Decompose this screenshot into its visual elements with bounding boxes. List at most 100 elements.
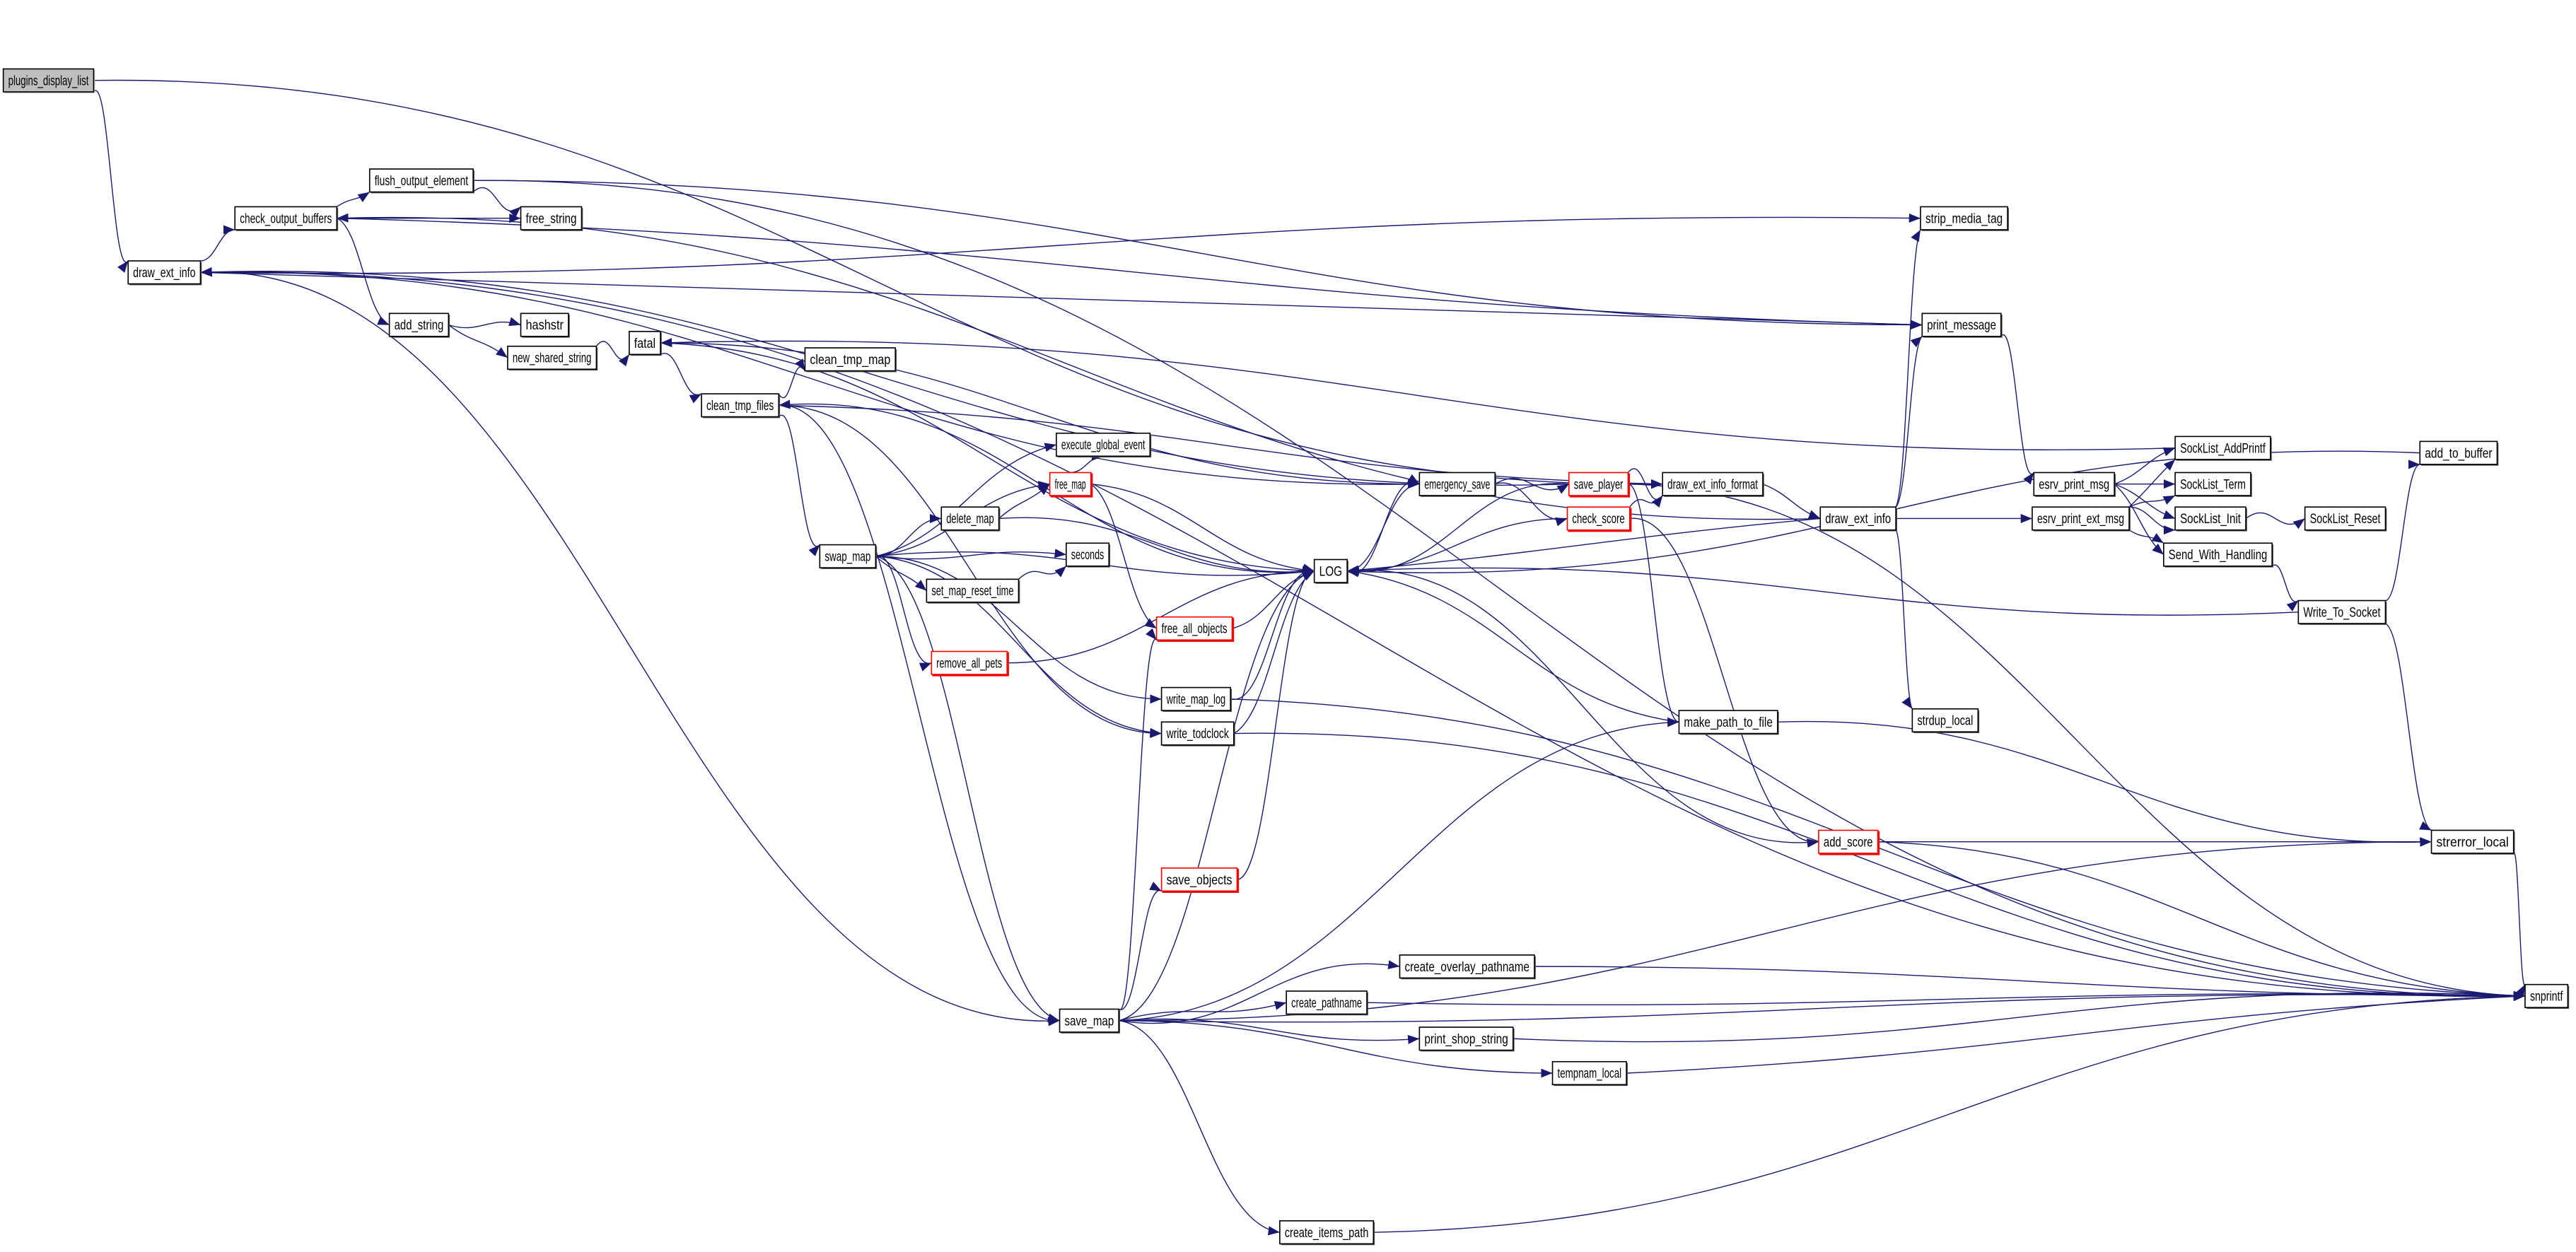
edge-save_map-to-save_objects bbox=[1118, 882, 1162, 1010]
node-save-objects[interactable]: save_objects bbox=[1160, 867, 1240, 894]
node-box bbox=[1551, 1060, 1627, 1086]
edge-print_shop_string-to-snprintf bbox=[1513, 990, 2526, 1043]
node-delete-map[interactable]: delete_map bbox=[940, 506, 1001, 532]
node-free-string[interactable]: free_string bbox=[520, 206, 583, 231]
node-box bbox=[1056, 432, 1151, 457]
edge-dei2-to-strip_media_tag bbox=[1895, 229, 1921, 508]
node-box bbox=[2032, 506, 2130, 531]
node-label: save_map bbox=[1065, 1014, 1114, 1029]
edge-fatal-to-clean_tmp_files bbox=[660, 353, 702, 404]
node-strip-media-tag[interactable]: strip_media_tag bbox=[1920, 206, 2009, 231]
node-send-with-handling[interactable]: Send_With_Handling bbox=[2163, 542, 2274, 568]
node-swap-map[interactable]: swap_map bbox=[819, 544, 878, 569]
node-label: print_message bbox=[1927, 318, 1996, 333]
node-socklist-term[interactable]: SockList_Term bbox=[2174, 472, 2252, 497]
node-check-output-buffers[interactable]: check_output_buffers bbox=[234, 206, 339, 231]
edge-swap_map-to-seconds bbox=[875, 549, 1066, 560]
node-label: check_score bbox=[1572, 512, 1624, 527]
edge-Write_To_Socket-to-add_to_buffer bbox=[2385, 460, 2420, 602]
node-label: draw_ext_info bbox=[1825, 512, 1891, 527]
node-save-player[interactable]: save_player bbox=[1568, 472, 1631, 498]
node-box bbox=[1160, 867, 1238, 892]
node-make-path-to-file[interactable]: make_path_to_file bbox=[1678, 710, 1779, 735]
node-clean-tmp-files[interactable]: clean_tmp_files bbox=[701, 393, 781, 419]
node-free-map[interactable]: free_map bbox=[1049, 472, 1093, 498]
node-box bbox=[520, 206, 583, 230]
node-create-overlay-pathname[interactable]: create_overlay_pathname bbox=[1399, 954, 1536, 980]
node-socklist-reset[interactable]: SockList_Reset bbox=[2304, 506, 2387, 532]
node-label: strdup_local bbox=[1917, 714, 1973, 729]
edge-esrv_print_ext_msg-to-SockList_AddPrintf bbox=[2128, 459, 2176, 508]
node-emergency-save[interactable]: emergency_save bbox=[1418, 472, 1497, 497]
edge-esrv_print_ext_msg-to-SockList_Term bbox=[2128, 495, 2176, 508]
edge-set_map_reset_time-to-seconds bbox=[1018, 566, 1067, 580]
node-check-score[interactable]: check_score bbox=[1566, 506, 1632, 532]
node-tempnam-local[interactable]: tempnam_local bbox=[1551, 1060, 1628, 1087]
node-create-items-path[interactable]: create_items_path bbox=[1279, 1220, 1375, 1246]
edge-make_path_to_file-to-strerror_local bbox=[1777, 720, 2432, 847]
node-draw-ext-info-format[interactable]: draw_ext_info_format bbox=[1662, 472, 1764, 497]
node-label: esrv_print_ext_msg bbox=[2037, 512, 2124, 527]
node-write-todclock[interactable]: write_todclock bbox=[1160, 721, 1235, 747]
edge-write_todclock-to-LOG bbox=[1233, 571, 1315, 735]
edge-Send_With_Handling-to-Write_To_Socket bbox=[2271, 564, 2299, 612]
node-print-message[interactable]: print_message bbox=[1921, 312, 2003, 338]
node-save-map[interactable]: save_map bbox=[1059, 1008, 1121, 1034]
edge-delete_map-to-LOG bbox=[998, 517, 1315, 577]
node-seconds[interactable]: seconds bbox=[1066, 542, 1111, 568]
edge-save_map-to-free_all_objects bbox=[1118, 628, 1158, 1010]
node-socklist-addprintf[interactable]: SockList_AddPrintf bbox=[2174, 435, 2272, 461]
node-flush-output-element[interactable]: flush_output_element bbox=[368, 168, 474, 194]
node-create-pathname[interactable]: create_pathname bbox=[1286, 990, 1368, 1016]
node-log[interactable]: LOG bbox=[1313, 558, 1348, 584]
node-box bbox=[804, 347, 897, 372]
node-dei2[interactable]: draw_ext_info bbox=[1819, 506, 1897, 532]
edge-emergency_save-to-check_score bbox=[1495, 482, 1568, 527]
node-label: write_map_log bbox=[1166, 692, 1225, 707]
edge-swap_map-to-delete_map bbox=[875, 513, 942, 557]
node-label: create_items_path bbox=[1285, 1226, 1368, 1241]
edge-clean_tmp_files-to-clean_tmp_map bbox=[778, 358, 806, 399]
edge-swap_map-to-write_map_log bbox=[875, 556, 1162, 704]
node-add-score[interactable]: add_score bbox=[1818, 829, 1880, 855]
edge-flush_output_element-to-free_string bbox=[472, 187, 521, 218]
node-write-map-log[interactable]: write_map_log bbox=[1160, 686, 1232, 712]
edge-swap_map-to-set_map_reset_time bbox=[875, 556, 927, 592]
edge-save_map-to-make_path_to_file bbox=[1119, 718, 1679, 1022]
node-esrv-print-msg[interactable]: esrv_print_msg bbox=[2033, 472, 2116, 497]
node-write-to-socket[interactable]: Write_To_Socket bbox=[2297, 599, 2387, 625]
node-snprintf[interactable]: snprintf bbox=[2524, 983, 2570, 1010]
edge-save_map-to-dei1 bbox=[200, 267, 1060, 1022]
node-execute-global-event[interactable]: execute_global_event bbox=[1056, 432, 1152, 458]
node-box bbox=[1049, 472, 1092, 496]
node-box bbox=[819, 544, 877, 568]
edge-write_map_log-to-LOG bbox=[1230, 563, 1315, 700]
node-plugins-display-list[interactable]: plugins_display_list bbox=[2, 68, 95, 93]
node-remove-all-pets[interactable]: remove_all_pets bbox=[931, 650, 1009, 677]
edge-save_map-to-create_pathname bbox=[1119, 1001, 1287, 1022]
node-dei1[interactable]: draw_ext_info bbox=[127, 260, 202, 286]
node-print-shop-string[interactable]: print_shop_string bbox=[1418, 1026, 1515, 1052]
node-hashstr[interactable]: hashstr bbox=[520, 312, 570, 338]
node-clean-tmp-map[interactable]: clean_tmp_map bbox=[804, 347, 897, 373]
node-add-to-buffer[interactable]: add_to_buffer bbox=[2419, 440, 2499, 466]
edge-dei2-to-check_output_buffers bbox=[337, 213, 1821, 520]
edge-strerror_local-to-snprintf bbox=[2513, 853, 2526, 997]
node-box bbox=[234, 206, 338, 230]
node-free-all-objects[interactable]: free_all_objects bbox=[1155, 616, 1235, 642]
node-socklist-init[interactable]: SockList_Init bbox=[2174, 506, 2247, 532]
edges-layer bbox=[93, 79, 2526, 1236]
node-label: fatal bbox=[634, 337, 655, 351]
edge-dei1-to-snprintf bbox=[200, 271, 2525, 1001]
node-strdup-local[interactable]: strdup_local bbox=[1911, 708, 1980, 734]
edge-flush_output_element-to-snprintf bbox=[473, 180, 2525, 1001]
node-esrv-print-ext-msg[interactable]: esrv_print_ext_msg bbox=[2032, 506, 2131, 532]
node-box bbox=[388, 312, 450, 337]
edge-save_map-to-LOG bbox=[1119, 569, 1315, 1022]
node-label: seconds bbox=[1071, 548, 1104, 563]
node-add-string[interactable]: add_string bbox=[388, 312, 450, 338]
node-set-map-reset-time[interactable]: set_map_reset_time bbox=[926, 578, 1020, 604]
node-fatal[interactable]: fatal bbox=[629, 331, 662, 356]
node-new-shared-string[interactable]: new_shared_string bbox=[507, 345, 598, 371]
node-strerror-local[interactable]: strerror_local bbox=[2430, 829, 2515, 855]
